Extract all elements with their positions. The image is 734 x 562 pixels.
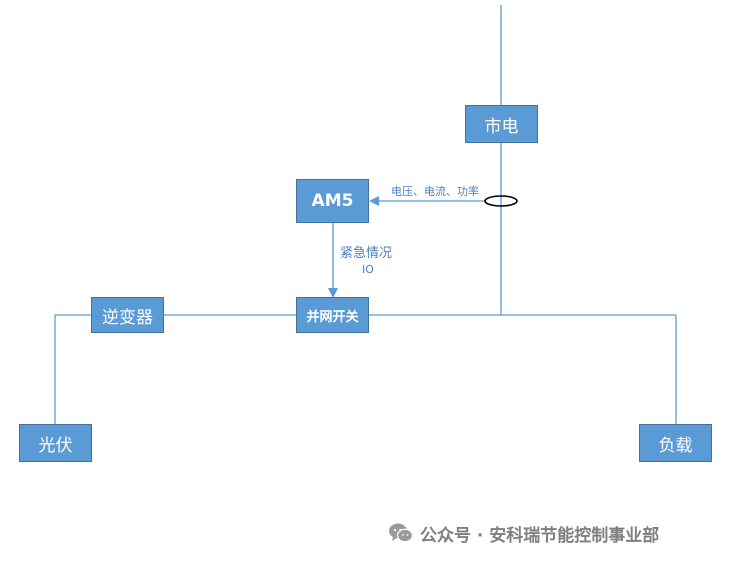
am5-label: AM5 <box>311 191 354 211</box>
measure-label: 电压、电流、功率 <box>391 185 479 198</box>
inverter-box: 逆变器 <box>91 297 164 333</box>
watermark-text: 公众号 · 安科瑞节能控制事业部 <box>420 525 660 546</box>
emergency-label: 紧急情况 <box>340 246 393 261</box>
ct-sensor-icon <box>484 195 518 207</box>
grid-box: 市电 <box>465 105 538 143</box>
inverter-label: 逆变器 <box>102 307 153 328</box>
grid-label: 市电 <box>484 116 519 137</box>
load-box: 负载 <box>639 424 712 462</box>
grid-switch-box: 并网开关 <box>296 297 369 333</box>
pv-label: 光伏 <box>38 435 73 456</box>
wechat-icon <box>389 523 414 543</box>
watermark: 公众号 · 安科瑞节能控制事业部 <box>388 520 659 546</box>
pv-box: 光伏 <box>19 424 92 462</box>
grid-switch-label: 并网开关 <box>306 309 359 325</box>
load-label: 负载 <box>658 435 693 456</box>
am5-box: AM5 <box>296 179 369 223</box>
io-label: IO <box>362 263 374 276</box>
